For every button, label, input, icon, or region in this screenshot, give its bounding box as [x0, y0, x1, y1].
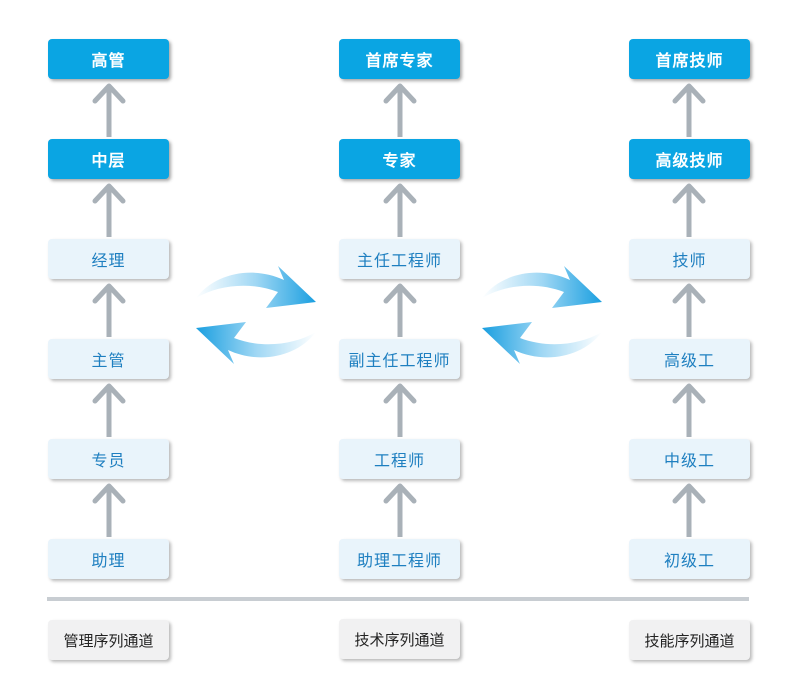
up-arrow-icon	[383, 483, 417, 537]
up-arrow-icon	[383, 383, 417, 437]
swap-cycle-icon	[196, 266, 316, 364]
up-arrow-icon	[672, 283, 706, 337]
level-box-management-2: 中层	[48, 139, 169, 179]
up-arrow-icon	[92, 283, 126, 337]
swap-cycle-icon	[482, 266, 602, 364]
level-box-skill-4: 高级工	[629, 339, 750, 379]
up-arrow-icon	[383, 183, 417, 237]
level-box-technical-2: 专家	[339, 139, 460, 179]
level-box-skill-5: 中级工	[629, 439, 750, 479]
footer-skill-channel: 技能序列通道	[629, 620, 750, 660]
up-arrow-icon	[92, 83, 126, 137]
up-arrow-icon	[92, 183, 126, 237]
level-box-technical-3: 主任工程师	[339, 239, 460, 279]
up-arrow-icon	[672, 183, 706, 237]
level-box-management-3: 经理	[48, 239, 169, 279]
up-arrow-icon	[383, 83, 417, 137]
up-arrow-icon	[383, 283, 417, 337]
level-box-technical-5: 工程师	[339, 439, 460, 479]
divider-line	[47, 597, 749, 601]
up-arrow-icon	[92, 383, 126, 437]
level-box-technical-1: 首席专家	[339, 39, 460, 79]
level-box-skill-1: 首席技师	[629, 39, 750, 79]
level-box-technical-6: 助理工程师	[339, 539, 460, 579]
level-box-skill-2: 高级技师	[629, 139, 750, 179]
up-arrow-icon	[672, 83, 706, 137]
level-box-management-1: 高管	[48, 39, 169, 79]
up-arrow-icon	[92, 483, 126, 537]
footer-management-channel: 管理序列通道	[48, 620, 169, 660]
up-arrow-icon	[672, 383, 706, 437]
level-box-skill-3: 技师	[629, 239, 750, 279]
level-box-management-4: 主管	[48, 339, 169, 379]
level-box-management-5: 专员	[48, 439, 169, 479]
level-box-management-6: 助理	[48, 539, 169, 579]
footer-technical-channel: 技术序列通道	[339, 619, 460, 659]
level-box-skill-6: 初级工	[629, 539, 750, 579]
level-box-technical-4: 副主任工程师	[339, 339, 460, 379]
up-arrow-icon	[672, 483, 706, 537]
